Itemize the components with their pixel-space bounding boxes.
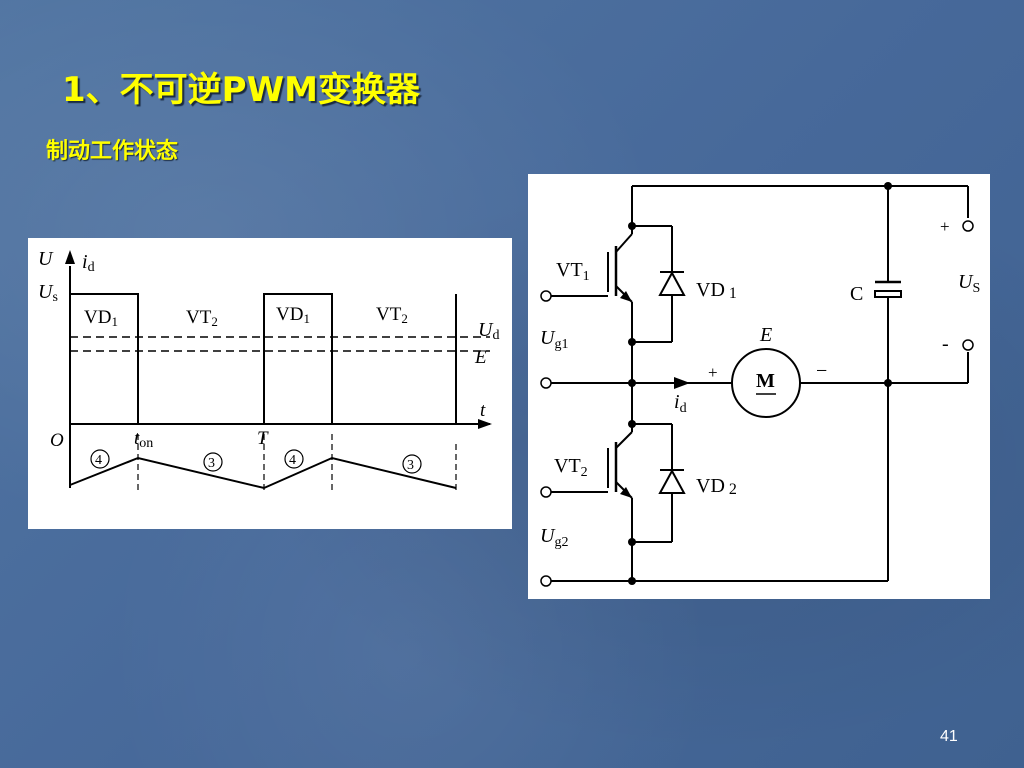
stage-label-2: 3 (208, 456, 215, 471)
cap-plate-bottom (874, 290, 902, 298)
stage-label-4: 3 (407, 458, 414, 473)
emf-label: E (759, 324, 772, 346)
current-waveform (69, 456, 457, 490)
waveform-svg: U id Us Ud E t O ton T VD1 VT2 VD1 VT2 4… (38, 248, 499, 490)
ug2-terminal (540, 486, 552, 498)
vt1-label: VT1 (556, 259, 590, 284)
motor-circle (731, 348, 801, 418)
vt1-emitter-arrow (620, 291, 632, 302)
waveform-diagram: U id Us Ud E t O ton T VD1 VT2 VD1 VT2 4… (28, 238, 512, 529)
origin-label: O (50, 430, 64, 451)
junction-dot (628, 420, 636, 428)
minus-terminal (962, 339, 974, 351)
junction-dot (884, 379, 892, 387)
vt2-interval-2-label: VT2 (376, 304, 408, 326)
vt1-collector (615, 233, 633, 253)
midpoint-terminal (540, 377, 552, 389)
vertical-axis-arrow (65, 250, 75, 264)
vt2-interval-1-label: VT2 (186, 307, 218, 329)
id-label: id (674, 391, 687, 416)
stage-circle-4 (402, 454, 422, 474)
page-title: 1、不可逆PWM变换器 (62, 70, 420, 110)
source-minus-label: - (942, 333, 949, 355)
vd1-triangle (658, 270, 686, 296)
junction-dot (884, 182, 892, 190)
vd1-interval-1-label: VD1 (84, 307, 118, 329)
circuit-svg: VT1 VD1 VT2 VD2 Ug1 Ug2 C US + - M E + −… (540, 182, 980, 587)
us-label: Us (38, 281, 58, 305)
t-axis-label: t (480, 400, 486, 421)
ug2-label: Ug2 (540, 525, 568, 550)
junction-dot (628, 222, 636, 230)
vt2-label: VT2 (554, 455, 588, 480)
id-current-arrow (674, 377, 690, 389)
motor-plus-label: + (708, 363, 718, 382)
page-subtitle: 制动工作状态 (46, 139, 179, 164)
voltage-pulse-2 (263, 293, 333, 424)
ug1-terminal (540, 290, 552, 302)
junction-dot (628, 538, 636, 546)
time-axis-arrow (478, 419, 492, 429)
us-label: US (958, 271, 980, 296)
e-label: E (474, 347, 487, 368)
stage-circle-1 (90, 449, 110, 469)
motor-minus-label: − (816, 360, 827, 382)
period-label: T (257, 428, 269, 449)
vt2-emitter-arrow (620, 487, 632, 498)
vd1-interval-2-label: VD1 (276, 304, 310, 326)
ton-label: ton (134, 428, 153, 451)
voltage-pulse-1 (70, 293, 139, 424)
bottom-terminal (540, 575, 552, 587)
capacitor-label: C (850, 283, 863, 305)
page-number: 41 (940, 728, 958, 745)
junction-dot (628, 577, 636, 585)
junction-dot (628, 379, 636, 387)
source-plus-label: + (940, 217, 950, 236)
junction-dot (628, 338, 636, 346)
ud-label: Ud (478, 319, 499, 343)
stage-circle-2 (203, 452, 223, 472)
plus-terminal (962, 220, 974, 232)
axis-u-label: U (38, 248, 54, 270)
ug1-label: Ug1 (540, 327, 568, 352)
vt2-collector (615, 431, 633, 449)
stage-circle-3 (284, 449, 304, 469)
stage-label-1: 4 (95, 453, 102, 468)
motor-label: M (756, 370, 775, 392)
stage-label-3: 4 (289, 453, 296, 468)
vd2-triangle (658, 468, 686, 494)
axis-id-label: id (82, 251, 95, 275)
